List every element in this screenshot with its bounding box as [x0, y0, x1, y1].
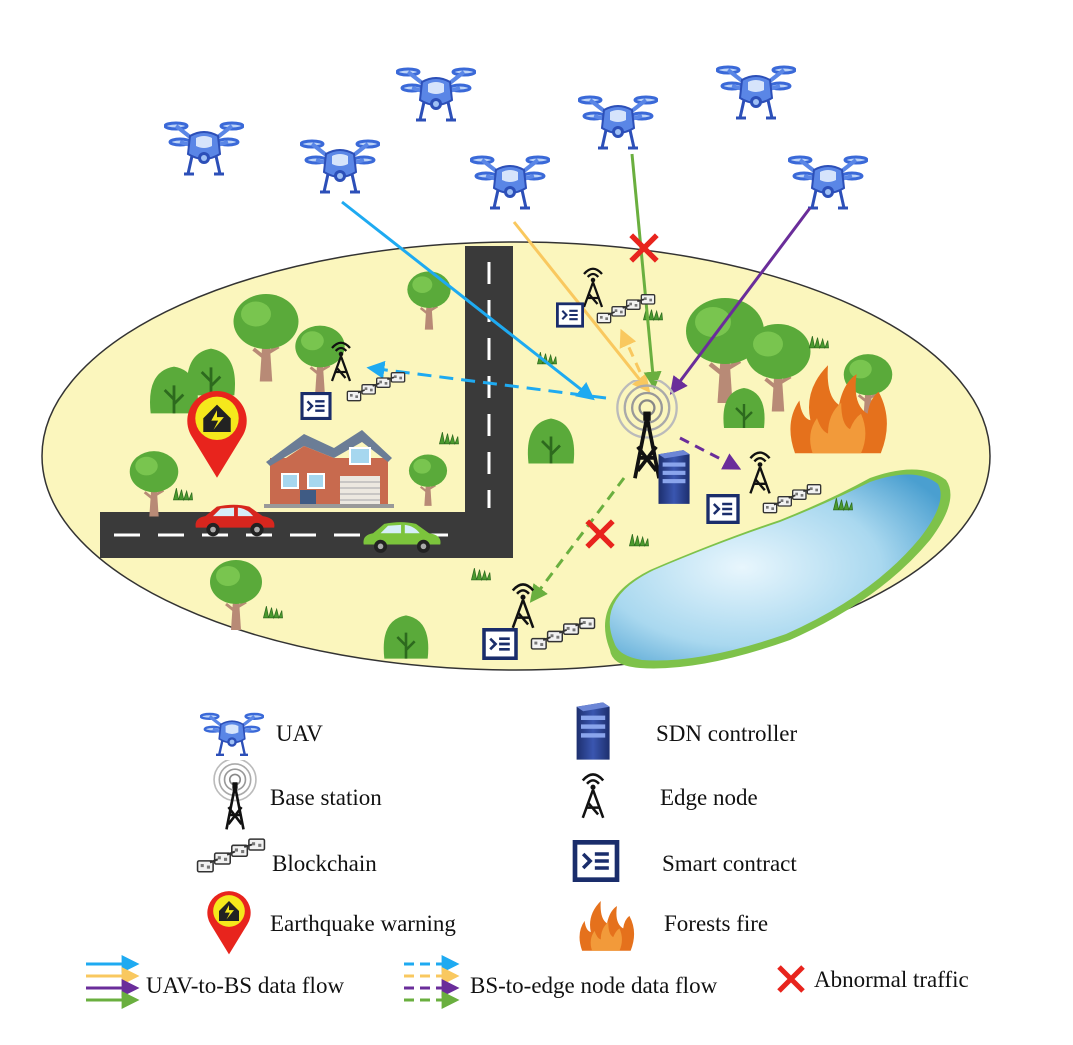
- legend-earthquake-warning-icon: [207, 891, 251, 955]
- legend-label-earthquake-warning: Earthquake warning: [270, 911, 456, 936]
- legend-label-abnormal-traffic: Abnormal traffic: [814, 967, 969, 992]
- legend-label-blockchain: Blockchain: [272, 851, 377, 876]
- legend-label-sdn-controller: SDN controller: [656, 721, 798, 746]
- legend-label-forests-fire: Forests fire: [664, 911, 769, 936]
- sdn-controller: [658, 450, 690, 504]
- legend-forests-fire-icon: [579, 900, 635, 951]
- legend-base-station-icon: [212, 760, 258, 831]
- uav-to-bs-flows: [341, 153, 812, 401]
- legend-label-edge-node: Edge node: [660, 785, 758, 810]
- legend-label-bs-to-edge: BS-to-edge node data flow: [470, 973, 718, 998]
- legend-sdn-controller-icon: [576, 702, 610, 760]
- legend-blockchain-icon: [196, 838, 266, 873]
- legend-label-uav-to-bs: UAV-to-BS data flow: [146, 973, 345, 998]
- legend-label-base-station: Base station: [270, 785, 382, 810]
- legend-abnormal-traffic-icon: [779, 967, 803, 991]
- bs-to-edge-flows: [366, 328, 742, 603]
- uav-swarm: [164, 65, 868, 210]
- legend-edge-node-icon: [581, 773, 605, 820]
- legend-smart-contract-icon: [575, 842, 617, 879]
- lake: [605, 469, 951, 669]
- legend-bs-to-edge-arrows: [404, 955, 460, 1009]
- road: [100, 246, 513, 558]
- legend-uav-icon: [200, 712, 264, 757]
- legend-uav-to-bs-arrows: [86, 955, 140, 1009]
- legend-label-smart-contract: Smart contract: [662, 851, 797, 876]
- legend-label-uav: UAV: [276, 721, 323, 746]
